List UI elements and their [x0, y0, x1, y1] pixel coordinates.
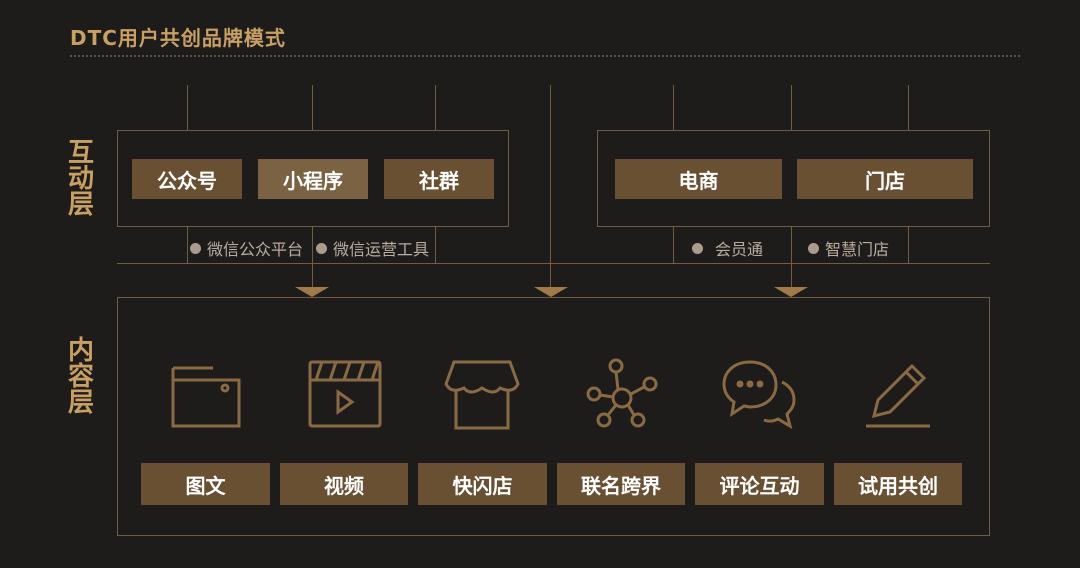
interaction-layer-label: 互 动 层 — [66, 140, 96, 218]
connector-line — [791, 263, 792, 288]
connector-line — [312, 263, 313, 288]
official-account-button[interactable]: 公众号 — [132, 159, 242, 199]
interaction-layer-label-char: 层 — [67, 190, 94, 220]
content-layer-label: 内 容 层 — [66, 338, 96, 416]
content-layer-label-char: 层 — [67, 388, 94, 418]
layer-separator — [117, 263, 990, 264]
store-button[interactable]: 门店 — [797, 159, 973, 199]
mini-program-button[interactable]: 小程序 — [258, 159, 368, 199]
graphic-text-button[interactable]: 图文 — [141, 463, 270, 505]
dotted-divider — [70, 55, 1020, 57]
content-layer-box — [117, 297, 990, 536]
page-title: DTC用户共创品牌模式 — [70, 26, 286, 50]
store-icon — [442, 354, 522, 434]
content-layer-label-char: 内 — [67, 336, 94, 366]
pen-icon — [862, 354, 942, 434]
bullet-icon — [316, 242, 327, 254]
down-arrow-icon — [534, 287, 568, 297]
connector-line — [550, 85, 551, 290]
interaction-layer-label-char: 互 — [67, 138, 94, 168]
video-button[interactable]: 视频 — [280, 463, 408, 505]
comment-interaction-button[interactable]: 评论互动 — [695, 463, 824, 505]
popup-store-button[interactable]: 快闪店 — [418, 463, 547, 505]
note-item: 智慧门店 — [808, 236, 889, 260]
down-arrow-icon — [295, 287, 329, 297]
chat-bubbles-icon — [720, 354, 800, 434]
community-button[interactable]: 社群 — [384, 159, 494, 199]
note-text: 会员通 — [715, 240, 764, 259]
note-text: 微信运营工具 — [333, 240, 430, 259]
bullet-icon — [190, 242, 201, 254]
interaction-layer-label-char: 动 — [67, 164, 94, 194]
wallet-icon — [165, 354, 245, 434]
bullet-icon — [808, 242, 819, 254]
note-item: 微信公众平台 — [190, 236, 303, 260]
note-text: 智慧门店 — [825, 240, 890, 259]
down-arrow-icon — [774, 287, 808, 297]
network-icon — [582, 354, 662, 434]
video-clapper-icon — [304, 354, 384, 434]
note-text: 微信公众平台 — [207, 240, 304, 259]
co-branding-button[interactable]: 联名跨界 — [557, 463, 685, 505]
ecommerce-button[interactable]: 电商 — [615, 159, 782, 199]
bullet-icon — [692, 242, 703, 254]
content-layer-label-char: 容 — [67, 362, 94, 392]
note-item: 会员通 — [692, 236, 763, 260]
note-item: 微信运营工具 — [316, 236, 429, 260]
trial-cocreation-button[interactable]: 试用共创 — [834, 463, 962, 505]
